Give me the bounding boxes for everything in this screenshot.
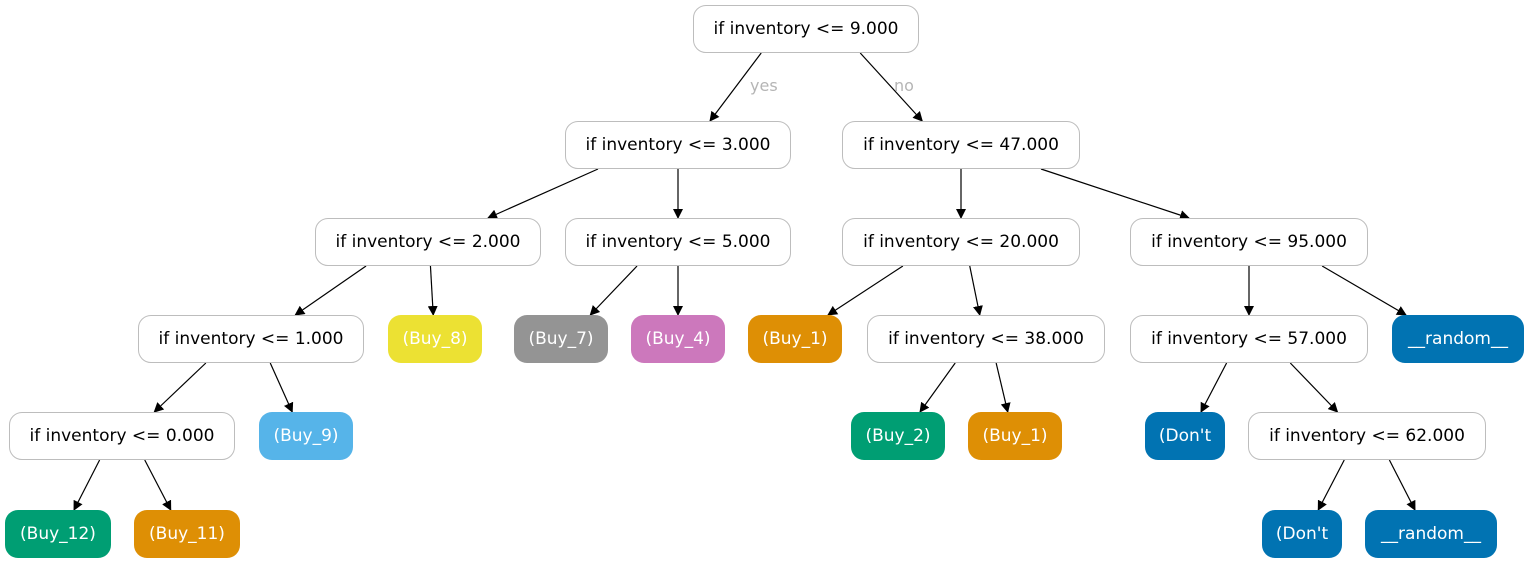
node-inventory-le-2: if inventory <= 2.000 [315, 218, 541, 266]
edge-n_le2-to-n_le1 [294, 265, 367, 316]
edge-n_le47-to-n_le95 [1040, 168, 1190, 220]
edge-n_le0-to-leaf_buy11 [144, 459, 172, 511]
leaf-buy-4: (Buy_4) [631, 315, 725, 363]
leaf-buy-2: (Buy_2) [851, 412, 945, 460]
edge-n_le62-to-leaf_random_b [1388, 459, 1416, 511]
edge-label-no: no [894, 76, 914, 95]
edge-n_le57-to-n_le62 [1289, 362, 1339, 413]
node-inventory-le-47: if inventory <= 47.000 [842, 121, 1080, 169]
leaf-random: __random__ [1392, 315, 1524, 363]
leaf-buy-1: (Buy_1) [748, 315, 842, 363]
edge-n_le95-to-leaf_random_a [1321, 265, 1407, 316]
leaf-random: __random__ [1365, 510, 1497, 558]
node-inventory-le-5: if inventory <= 5.000 [565, 218, 791, 266]
node-inventory-le-57: if inventory <= 57.000 [1130, 315, 1368, 363]
edge-n_le0-to-leaf_buy12 [73, 459, 101, 511]
node-inventory-le-0: if inventory <= 0.000 [9, 412, 235, 460]
edge-n_le1-to-n_le0 [153, 362, 207, 413]
edge-root-to-n_le47 [859, 52, 923, 122]
edge-n_le5-to-leaf_buy7 [589, 265, 638, 316]
edge-n_le38-to-leaf_buy2 [919, 362, 956, 413]
leaf-dont: (Don't [1145, 412, 1225, 460]
edge-n_le2-to-leaf_buy8 [427, 265, 438, 316]
edge-n_le62-to-leaf_dont_b [1317, 459, 1345, 511]
node-inventory-le-1: if inventory <= 1.000 [138, 315, 364, 363]
edge-n_le57-to-leaf_dont_a [1200, 362, 1228, 413]
edge-label-yes: yes [750, 76, 778, 95]
leaf-buy-1: (Buy_1) [968, 412, 1062, 460]
node-root: if inventory <= 9.000 [693, 5, 919, 53]
edge-n_le20-to-n_le38 [969, 265, 983, 316]
node-inventory-le-3: if inventory <= 3.000 [565, 121, 791, 169]
leaf-buy-8: (Buy_8) [388, 315, 482, 363]
edge-n_le20-to-leaf_buy1_a [827, 265, 904, 316]
leaf-buy-11: (Buy_11) [134, 510, 240, 558]
node-inventory-le-38: if inventory <= 38.000 [867, 315, 1105, 363]
node-inventory-le-20: if inventory <= 20.000 [842, 218, 1080, 266]
node-inventory-le-62: if inventory <= 62.000 [1248, 412, 1486, 460]
leaf-buy-12: (Buy_12) [5, 510, 111, 558]
edge-n_le38-to-leaf_buy1_b [995, 362, 1011, 413]
node-inventory-le-95: if inventory <= 95.000 [1130, 218, 1368, 266]
edge-root-to-n_le3 [709, 52, 762, 122]
leaf-dont: (Don't [1262, 510, 1342, 558]
edge-n_le3-to-n_le2 [487, 168, 599, 219]
leaf-buy-9: (Buy_9) [259, 412, 353, 460]
leaf-buy-7: (Buy_7) [514, 315, 608, 363]
edge-n_le1-to-leaf_buy9 [269, 362, 294, 413]
